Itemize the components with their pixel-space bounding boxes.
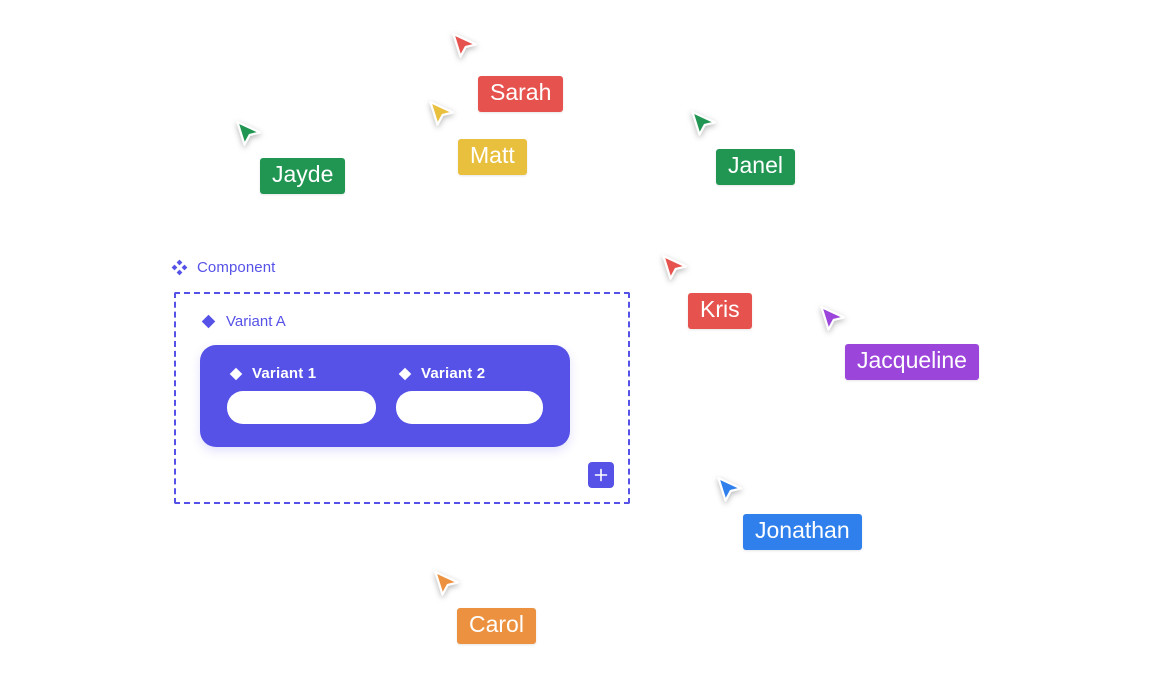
variant-group-label: Variant A xyxy=(226,313,286,330)
variant-card[interactable]: Variant 1 Variant 2 xyxy=(200,345,570,447)
diamond-icon xyxy=(201,314,216,329)
add-variant-button[interactable] xyxy=(588,462,614,488)
user-cursor-jayde xyxy=(231,118,265,152)
user-name-tag-janel: Janel xyxy=(716,149,795,185)
user-cursor-jonathan xyxy=(712,474,746,508)
user-name-tag-jonathan: Jonathan xyxy=(743,514,862,550)
user-name-tag-sarah: Sarah xyxy=(478,76,564,112)
variant-1-title: Variant 1 xyxy=(229,365,377,382)
component-frame[interactable]: Variant A Variant 1 xyxy=(174,292,630,504)
user-name-tag-kris: Kris xyxy=(688,293,752,329)
user-cursor-carol xyxy=(429,568,463,602)
variant-group-header: Variant A xyxy=(201,313,286,330)
variant-1-label: Variant 1 xyxy=(252,365,317,382)
variant-1-column: Variant 1 xyxy=(227,365,377,424)
user-cursor-kris xyxy=(657,252,691,286)
variant-2-field[interactable] xyxy=(396,391,543,424)
variant-1-field[interactable] xyxy=(227,391,376,424)
user-cursor-matt xyxy=(424,98,458,132)
component-header: Component xyxy=(171,259,275,276)
variant-2-title: Variant 2 xyxy=(398,365,546,382)
user-name-tag-jacqueline: Jacqueline xyxy=(845,344,979,380)
variant-2-column: Variant 2 xyxy=(396,365,546,424)
diamond-icon xyxy=(398,367,412,381)
user-name-tag-carol: Carol xyxy=(457,608,536,644)
user-cursor-jacqueline xyxy=(815,303,849,337)
user-name-tag-matt: Matt xyxy=(458,139,527,175)
component-icon xyxy=(171,259,188,276)
user-name-tag-jayde: Jayde xyxy=(260,158,346,194)
diamond-icon xyxy=(229,367,243,381)
variant-2-label: Variant 2 xyxy=(421,365,486,382)
user-cursor-sarah xyxy=(447,30,481,64)
component-label: Component xyxy=(197,259,276,276)
user-cursor-janel xyxy=(686,108,720,142)
plus-icon xyxy=(593,467,609,483)
